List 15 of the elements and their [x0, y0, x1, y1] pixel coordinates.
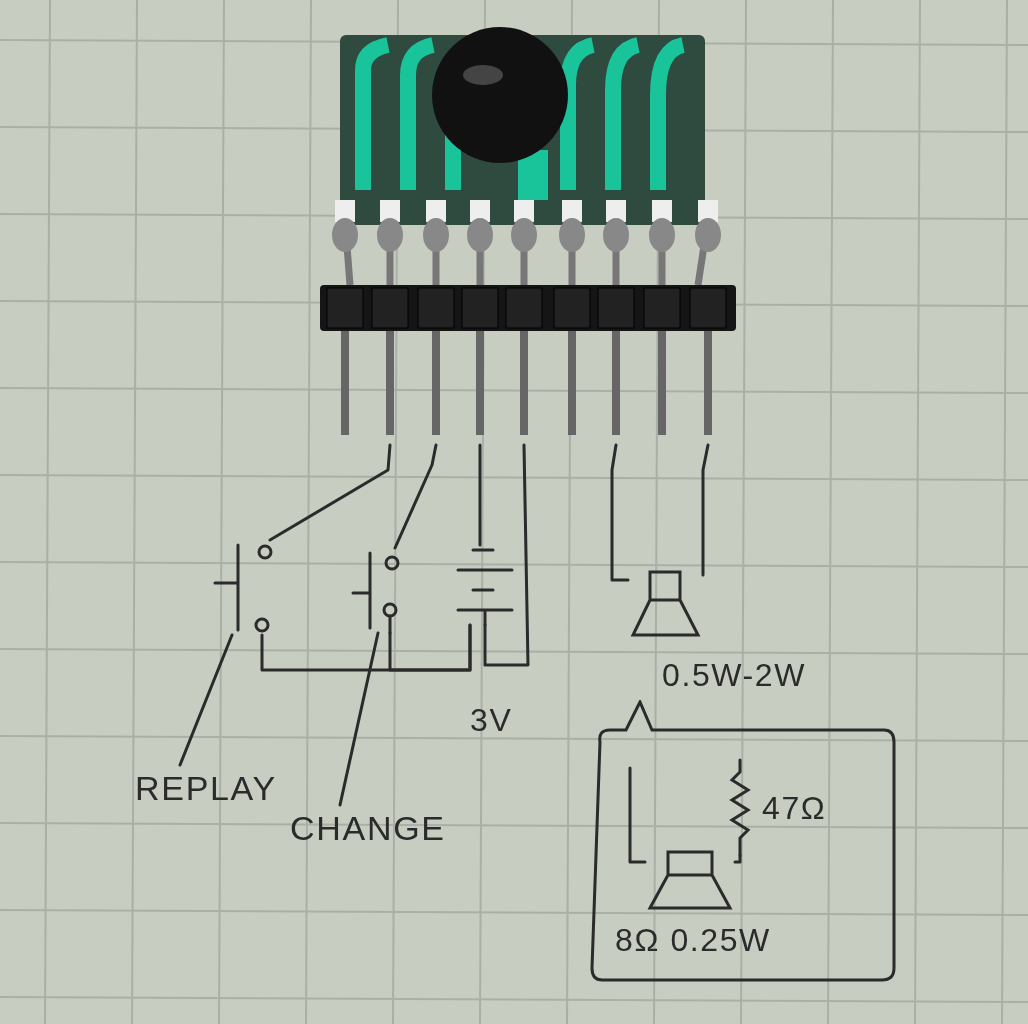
wire: [610, 443, 630, 582]
wire: [733, 853, 742, 864]
handwritten-label: 8Ω 0.25W: [615, 921, 771, 960]
wire: [388, 623, 472, 672]
handwritten-label: 47Ω: [762, 789, 827, 828]
wire: [483, 443, 530, 667]
handwritten-label: 0.5W-2W: [662, 656, 806, 695]
wire: [393, 443, 438, 550]
wire: [268, 443, 392, 542]
wire: [701, 443, 710, 577]
leader-line: [338, 631, 380, 807]
handwritten-label: 3V: [470, 701, 513, 740]
leader-line: [178, 633, 234, 767]
wire: [628, 766, 647, 864]
wire: [478, 443, 482, 547]
